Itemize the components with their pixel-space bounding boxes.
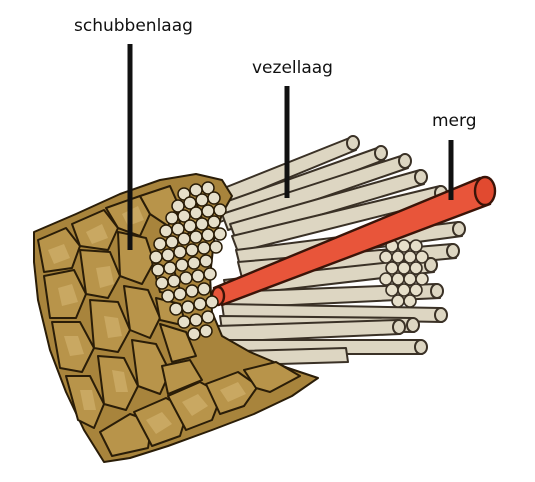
- label-schubbenlaag: schubbenlaag: [74, 16, 193, 36]
- medulla: [210, 175, 497, 307]
- cuticle-highlights: [48, 206, 246, 434]
- cuticle-layer: [33, 173, 319, 463]
- medulla-end: [473, 175, 497, 207]
- leader-lines: [127, 44, 454, 250]
- fiber-cluster-right: [379, 239, 429, 308]
- label-merg: merg: [432, 111, 477, 131]
- label-vezellaag: vezellaag: [252, 58, 333, 78]
- cortex-cross-section: [149, 181, 227, 341]
- fiber-rod-caps-front: [392, 257, 448, 355]
